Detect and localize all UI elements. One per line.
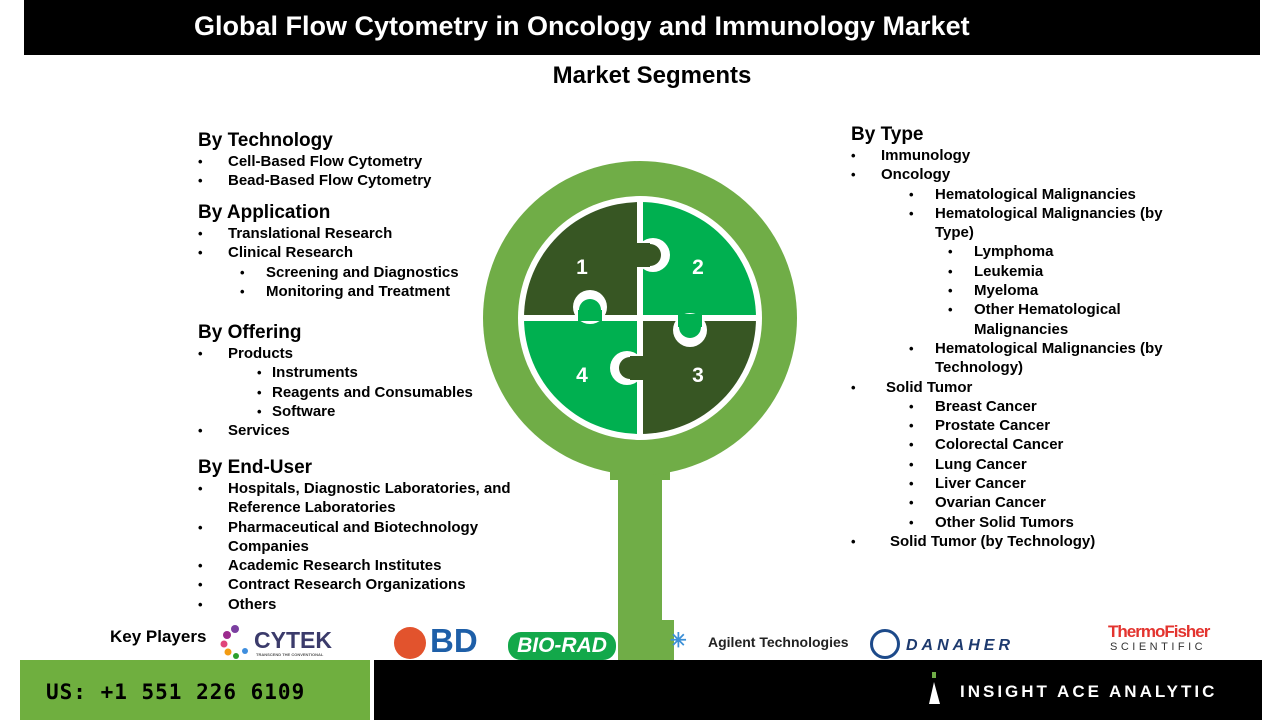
segment-technology: By TechnologyCell-Based Flow CytometryBe… — [198, 130, 538, 191]
segment-list-item: Software — [198, 402, 538, 422]
segment-list-item: Monitoring and Treatment — [198, 282, 538, 302]
danaher-logo-icon — [870, 629, 900, 659]
segment-list-item: Liver Cancer — [851, 474, 1181, 494]
section-subtitle: Market Segments — [552, 62, 752, 89]
segment-list-item: Oncology — [851, 165, 1181, 185]
segment-heading: By Technology — [198, 130, 333, 151]
segment-list-item: Academic Research Institutes — [198, 556, 533, 576]
thermofisher-scientific: SCIENTIFIC — [1110, 641, 1207, 653]
puzzle-label-4: 4 — [576, 364, 588, 387]
segment-list-item: Immunology — [851, 146, 1181, 166]
segment-list-item: Lymphoma — [851, 242, 1181, 262]
cytek-logo: CYTEK — [254, 627, 332, 653]
thermofisher-logo: ThermoFisher — [1108, 622, 1210, 641]
agilent-logo: Agilent Technologies — [708, 634, 849, 650]
puzzle-label-3: 3 — [692, 364, 704, 387]
segment-type: By TypeImmunologyOncologyHematological M… — [851, 124, 1181, 552]
segment-list-item: Hospitals, Diagnostic Laboratories, and … — [198, 479, 533, 518]
segment-list-item: Products — [198, 344, 538, 364]
bd-logo-icon — [394, 627, 426, 659]
key-players-label: Key Players — [110, 627, 207, 646]
segment-list-item: Others — [198, 595, 533, 615]
segment-list-item: Hematological Malignancies (by Technolog… — [851, 339, 1181, 378]
segment-heading: By End-User — [198, 457, 313, 478]
puzzle-label-1: 1 — [576, 256, 588, 279]
segment-list-item: Clinical Research — [198, 243, 538, 263]
insightace-logo-icon — [928, 672, 942, 704]
segment-list-item: Other Solid Tumors — [851, 513, 1181, 533]
segment-list-item: Hematological Malignancies (by Type) — [851, 204, 1181, 243]
segment-list-item: Prostate Cancer — [851, 416, 1181, 436]
segment-heading: By Offering — [198, 322, 302, 343]
segment-list-item: Leukemia — [851, 262, 1181, 282]
segment-list-item: Bead-Based Flow Cytometry — [198, 171, 538, 191]
contact-phone: US: +1 551 226 6109 — [20, 660, 370, 720]
brand-name: INSIGHT ACE ANALYTIC — [960, 682, 1218, 701]
segment-application: By ApplicationTranslational ResearchClin… — [198, 202, 538, 301]
segment-list-item: Cell-Based Flow Cytometry — [198, 152, 538, 172]
bd-logo: BD — [430, 622, 478, 659]
segment-heading: By Application — [198, 202, 331, 223]
segment-list-item: Hematological Malignancies — [851, 185, 1181, 205]
segment-list-item: Solid Tumor — [851, 378, 1181, 398]
cytek-tagline: TRANSCEND THE CONVENTIONAL — [256, 652, 324, 657]
segment-list-item: Services — [198, 421, 538, 441]
footer-bar — [374, 660, 1262, 720]
segment-list-item: Screening and Diagnostics — [198, 263, 538, 283]
segment-list-item: Breast Cancer — [851, 397, 1181, 417]
biorad-logo: BIO-RAD — [508, 632, 616, 660]
segment-list-item: Ovarian Cancer — [851, 493, 1181, 513]
segment-offering: By OfferingProductsInstrumentsReagents a… — [198, 322, 538, 441]
segment-heading: By Type — [851, 124, 924, 145]
cytek-logo-icon — [220, 624, 250, 660]
segment-list-item: Translational Research — [198, 224, 538, 244]
page-title: Global Flow Cytometry in Oncology and Im… — [24, 0, 1260, 55]
magnifier-handle-end — [630, 620, 674, 660]
segment-list-item: Other Hematological Malignancies — [851, 300, 1181, 339]
magnifier-puzzle-graphic: 1 2 3 4 — [483, 161, 797, 670]
danaher-logo: DANAHER — [906, 637, 1014, 654]
segment-list-item: Colorectal Cancer — [851, 435, 1181, 455]
agilent-spark-icon: ✳ — [670, 630, 687, 652]
segment-list-item: Instruments — [198, 363, 538, 383]
segment-list-item: Solid Tumor (by Technology) — [851, 532, 1181, 552]
segment-end-user: By End-UserHospitals, Diagnostic Laborat… — [198, 457, 533, 614]
segment-list-item: Pharmaceutical and Biotechnology Compani… — [198, 518, 533, 557]
segment-list-item: Contract Research Organizations — [198, 575, 533, 595]
segment-list-item: Lung Cancer — [851, 455, 1181, 475]
puzzle-label-2: 2 — [692, 256, 704, 279]
segment-list-item: Myeloma — [851, 281, 1181, 301]
segment-list-item: Reagents and Consumables — [198, 383, 538, 403]
